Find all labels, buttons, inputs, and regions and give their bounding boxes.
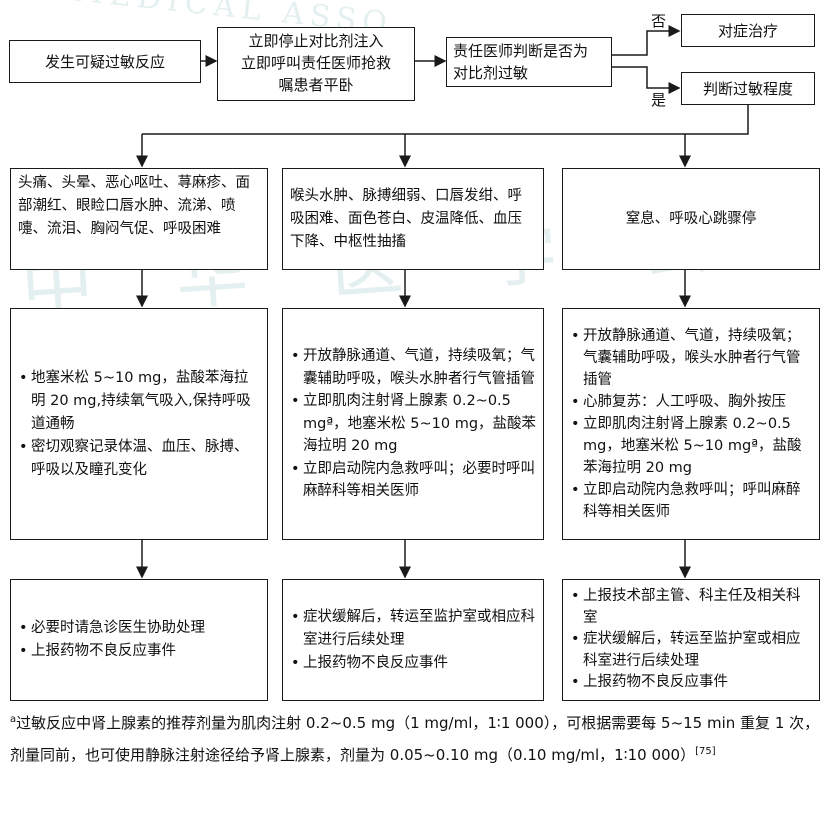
col2-symptoms-text: 喉头水肿、脉搏细弱、口唇发绀、呼吸困难、面色苍白、皮温降低、血压下降、中枢性抽搐 bbox=[290, 187, 522, 250]
immediate-line-2: 立即呼叫责任医师抢救 bbox=[240, 54, 391, 72]
list-item: 心肺复苏：人工呼吸、胸外按压 bbox=[569, 391, 813, 413]
col1-symptoms-text: 头痛、头晕、恶心呕吐、荨麻疹、面部潮红、眼睑口唇水肿、流涕、喷嚏、流泪、胸闷气促… bbox=[18, 175, 250, 237]
arrow-severity-down bbox=[142, 105, 749, 135]
list-item: 开放静脉通道、气道，持续吸氧；气囊辅助呼吸，喉头水肿者行气管插管 bbox=[569, 325, 813, 391]
list-item: 地塞米松 5~10 mg，盐酸苯海拉明 20 mg,持续氧气吸入,保持呼吸道通畅 bbox=[17, 367, 261, 436]
symptomatic-text: 对症治疗 bbox=[717, 21, 778, 40]
no-label: 否 bbox=[651, 12, 667, 30]
list-item: 必要时请急诊医生协助处理 bbox=[17, 617, 261, 640]
col2-followup-list: 症状缓解后，转运至监护室或相应科室进行后续处理 上报药物不良反应事件 bbox=[289, 606, 537, 675]
severity-text: 判断过敏程度 bbox=[702, 79, 793, 98]
list-item: 立即启动院内急救呼叫；呼叫麻醉科等相关医师 bbox=[569, 479, 813, 523]
list-item: 密切观察记录体温、血压、脉搏、呼吸以及瞳孔变化 bbox=[17, 436, 261, 482]
list-item: 症状缓解后，转运至监护室或相应科室进行后续处理 bbox=[289, 606, 537, 652]
col2-followup-box: 症状缓解后，转运至监护室或相应科室进行后续处理 上报药物不良反应事件 bbox=[282, 579, 544, 701]
list-item: 上报药物不良反应事件 bbox=[569, 672, 813, 694]
list-item: 开放静脉通道、气道，持续吸氧；气囊辅助呼吸，喉头水肿者行气管插管 bbox=[289, 345, 537, 390]
col3-followup-list: 上报技术部主管、科主任及相关科室 症状缓解后，转运至监护室或相应科室进行后续处理… bbox=[569, 586, 813, 694]
judge-line-1: 责任医师判断是否为 bbox=[453, 42, 589, 60]
list-item: 上报药物不良反应事件 bbox=[289, 652, 537, 675]
start-box: 发生可疑过敏反应 bbox=[9, 40, 201, 83]
immediate-line-1: 立即停止对比剂注入 bbox=[248, 32, 384, 50]
arrow-judge-to-no bbox=[612, 25, 681, 56]
judge-box: 责任医师判断是否为 对比剂过敏 bbox=[446, 37, 612, 87]
list-item: 立即肌肉注射肾上腺素 0.2~0.5 mg，地塞米松 5~10 mgª，盐酸苯海… bbox=[569, 413, 813, 479]
list-item: 立即肌肉注射肾上腺素 0.2~0.5 mgª，地塞米松 5~10 mg，盐酸苯海… bbox=[289, 390, 537, 458]
severity-box: 判断过敏程度 bbox=[681, 72, 815, 105]
judge-line-2: 对比剂过敏 bbox=[453, 64, 529, 82]
symptomatic-treatment-box: 对症治疗 bbox=[681, 14, 815, 47]
footnote: a过敏反应中肾上腺素的推荐剂量为肌肉注射 0.2~0.5 mg（1 mg/ml，… bbox=[10, 707, 820, 771]
col2-treatment-list: 开放静脉通道、气道，持续吸氧；气囊辅助呼吸，喉头水肿者行气管插管 立即肌肉注射肾… bbox=[289, 345, 537, 503]
col2-treatment-box: 开放静脉通道、气道，持续吸氧；气囊辅助呼吸，喉头水肿者行气管插管 立即肌肉注射肾… bbox=[282, 308, 544, 540]
col1-symptoms-box: 头痛、头晕、恶心呕吐、荨麻疹、面部潮红、眼睑口唇水肿、流涕、喷嚏、流泪、胸闷气促… bbox=[10, 168, 268, 270]
col3-symptoms-text: 窒息、呼吸心跳骤停 bbox=[625, 211, 757, 227]
footnote-reference: [75] bbox=[695, 746, 716, 757]
col1-treatment-list: 地塞米松 5~10 mg，盐酸苯海拉明 20 mg,持续氧气吸入,保持呼吸道通畅… bbox=[17, 367, 261, 482]
list-item: 上报技术部主管、科主任及相关科室 bbox=[569, 586, 813, 629]
list-item: 上报药物不良反应事件 bbox=[17, 640, 261, 663]
col1-followup-box: 必要时请急诊医生协助处理 上报药物不良反应事件 bbox=[10, 579, 268, 701]
footnote-marker: a bbox=[10, 714, 17, 725]
start-text: 发生可疑过敏反应 bbox=[44, 52, 165, 71]
yes-label: 是 bbox=[651, 91, 667, 109]
immediate-line-3: 嘱患者平卧 bbox=[278, 76, 354, 94]
col3-symptoms-box: 窒息、呼吸心跳骤停 bbox=[562, 168, 820, 270]
list-item: 立即启动院内急救呼叫；必要时呼叫麻醉科等相关医师 bbox=[289, 458, 537, 503]
footnote-text: 过敏反应中肾上腺素的推荐剂量为肌肉注射 0.2~0.5 mg（1 mg/ml，1… bbox=[10, 714, 820, 764]
arrow-judge-to-yes bbox=[612, 66, 681, 94]
col1-treatment-box: 地塞米松 5~10 mg，盐酸苯海拉明 20 mg,持续氧气吸入,保持呼吸道通畅… bbox=[10, 308, 268, 540]
col3-treatment-list: 开放静脉通道、气道，持续吸氧；气囊辅助呼吸，喉头水肿者行气管插管 心肺复苏：人工… bbox=[569, 325, 813, 523]
immediate-actions-box: 立即停止对比剂注入 立即呼叫责任医师抢救 嘱患者平卧 bbox=[217, 27, 415, 101]
col3-followup-box: 上报技术部主管、科主任及相关科室 症状缓解后，转运至监护室或相应科室进行后续处理… bbox=[562, 579, 820, 701]
col1-followup-list: 必要时请急诊医生协助处理 上报药物不良反应事件 bbox=[17, 617, 261, 663]
col3-treatment-box: 开放静脉通道、气道，持续吸氧；气囊辅助呼吸，喉头水肿者行气管插管 心肺复苏：人工… bbox=[562, 308, 820, 540]
list-item: 症状缓解后，转运至监护室或相应科室进行后续处理 bbox=[569, 629, 813, 672]
col2-symptoms-box: 喉头水肿、脉搏细弱、口唇发绀、呼吸困难、面色苍白、皮温降低、血压下降、中枢性抽搐 bbox=[282, 168, 544, 270]
